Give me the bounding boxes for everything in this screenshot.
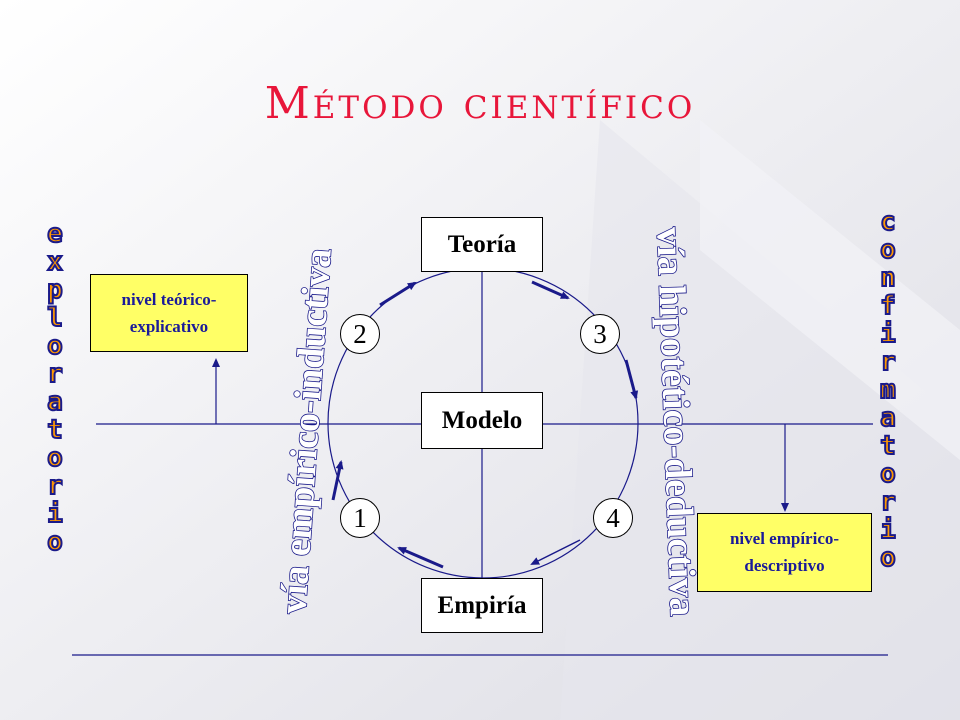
cycle-arrow: [397, 546, 444, 569]
cycle-arrow: [331, 460, 344, 501]
side-word-letter: o: [879, 543, 897, 573]
step-3: 3: [580, 314, 620, 354]
cycle-arrow: [624, 359, 639, 400]
side-word-letter: a: [46, 387, 64, 417]
side-word-letter: x: [46, 247, 64, 277]
theory-level-line1: nivel teórico-: [121, 290, 217, 309]
bg-shade: [700, 120, 960, 460]
side-word-letter: c: [879, 207, 897, 237]
empirical-level-line1: nivel empírico-: [729, 529, 840, 548]
side-word-letter: i: [879, 319, 897, 349]
side-word-letter: f: [879, 291, 897, 321]
cycle-arrow: [531, 280, 570, 300]
step-1: 1: [340, 498, 380, 538]
side-word-letter: p: [46, 275, 64, 305]
side-word-letter: r: [879, 487, 897, 517]
side-word-letter: r: [46, 471, 64, 501]
side-word-letter: m: [879, 375, 897, 405]
step-2: 2: [340, 314, 380, 354]
cycle-arrow: [379, 281, 417, 307]
side-word-letter: l: [46, 303, 64, 333]
step-4: 4: [593, 498, 633, 538]
side-word-letter: t: [46, 415, 64, 445]
side-word-letter: n: [879, 263, 897, 293]
empirical-level-box: nivel empírico- descriptivo: [697, 513, 872, 592]
side-word-letter: o: [879, 235, 897, 265]
side-word-letter: i: [879, 515, 897, 545]
side-word-letter: r: [46, 359, 64, 389]
model-box: Modelo: [421, 392, 543, 449]
side-word-letter: e: [46, 219, 64, 249]
side-word-letter: o: [46, 443, 64, 473]
side-word-letter: o: [879, 459, 897, 489]
side-word-letter: o: [46, 527, 64, 557]
side-word-letter: o: [46, 331, 64, 361]
empiria-box: Empiría: [421, 578, 543, 633]
theory-level-line2: explicativo: [129, 317, 209, 336]
empirical-level-line2: descriptivo: [744, 556, 825, 575]
side-word-letter: a: [879, 403, 897, 433]
theory-box: Teoría: [421, 217, 543, 272]
side-word-letter: i: [46, 499, 64, 529]
page-title: Método científico: [264, 78, 696, 129]
cycle-arrow: [530, 539, 581, 565]
theory-level-box: nivel teórico- explicativo: [90, 274, 248, 352]
side-word-letter: r: [879, 347, 897, 377]
side-word-letter: t: [879, 431, 897, 461]
